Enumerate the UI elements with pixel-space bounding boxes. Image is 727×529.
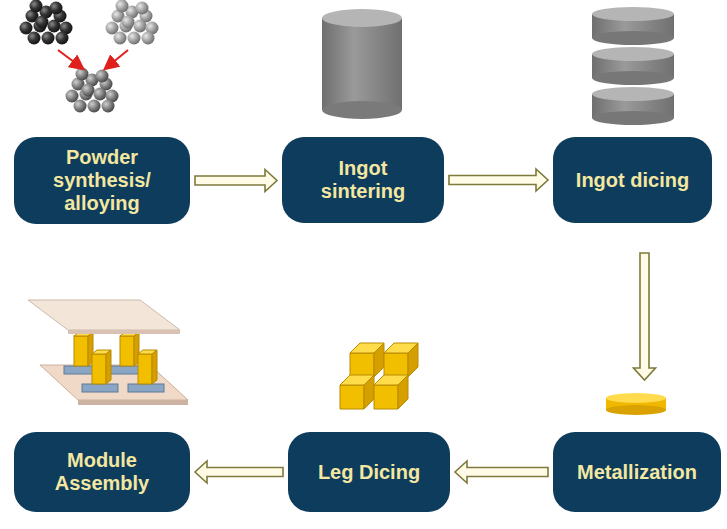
leg-dicing-box: Leg Dicing xyxy=(288,432,450,512)
metallized-disc xyxy=(606,393,666,415)
step-label: Ingot dicing xyxy=(576,169,689,192)
step-label: Module Assembly xyxy=(26,449,178,495)
dicing-box: Ingot dicing xyxy=(553,137,712,223)
flow-arrow xyxy=(449,169,548,191)
mix-arrow xyxy=(58,50,82,68)
step-label: Leg Dicing xyxy=(318,461,420,484)
module-illustration xyxy=(28,300,188,405)
assembly-box: Module Assembly xyxy=(14,432,190,512)
leg-cubes xyxy=(340,343,418,409)
step-label: Metallization xyxy=(577,461,697,484)
mix-arrow xyxy=(106,50,128,68)
flow-arrow xyxy=(195,461,283,483)
step-label: Ingot sintering xyxy=(294,157,432,203)
flow-arrow xyxy=(195,170,277,192)
step-label: Powder synthesis/ alloying xyxy=(26,146,178,215)
flow-arrow xyxy=(634,253,656,380)
sintering-box: Ingot sintering xyxy=(282,137,444,223)
ingot-cylinder xyxy=(322,9,402,119)
flow-arrow xyxy=(455,461,548,483)
diced-ingot xyxy=(592,7,674,125)
powder-illustration xyxy=(20,0,159,113)
synthesis-box: Powder synthesis/ alloying xyxy=(14,137,190,224)
metallization-box: Metallization xyxy=(553,432,721,512)
